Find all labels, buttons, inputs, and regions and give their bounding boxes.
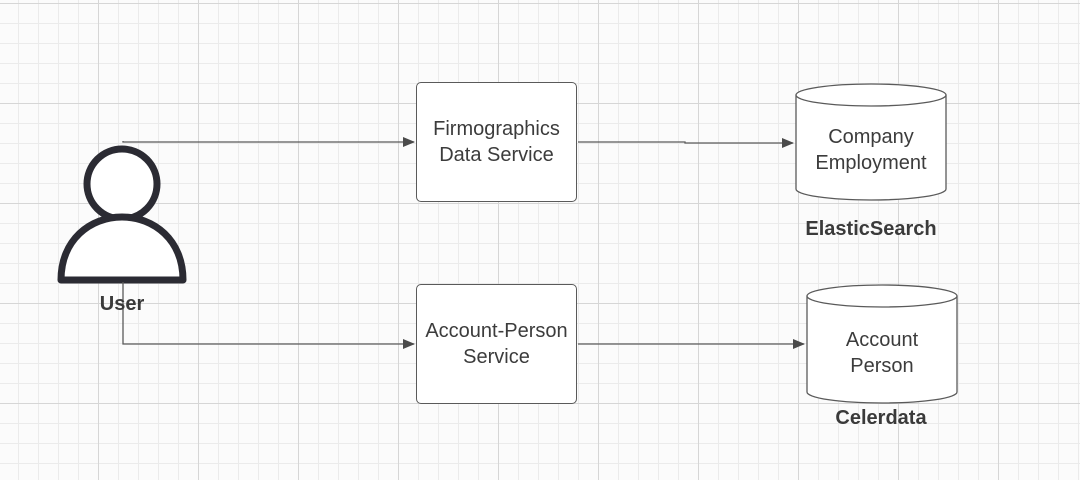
firmographics-service-label: Firmographics Data Service bbox=[433, 118, 560, 166]
user-label-text: User bbox=[99, 293, 145, 315]
user-actor-icon[interactable] bbox=[57, 145, 187, 284]
account-person-db-icon[interactable] bbox=[806, 284, 958, 404]
firmographics-service-box[interactable]: Firmographics Data Service bbox=[416, 82, 577, 202]
account-person-service-box[interactable]: Account-Person Service bbox=[416, 284, 577, 404]
user-body-icon bbox=[57, 213, 187, 284]
celerdata-caption: Celerdata bbox=[835, 407, 927, 429]
account-person-db-label: Account Person bbox=[845, 329, 919, 377]
connector-user-to-firmographics[interactable] bbox=[122, 137, 415, 147]
user-label: User bbox=[82, 292, 162, 316]
connector-user-to-account-person[interactable] bbox=[122, 282, 415, 349]
elasticsearch-caption: ElasticSearch bbox=[805, 218, 937, 240]
account-person-service-label: Account-Person Service bbox=[425, 320, 568, 368]
user-head-icon bbox=[83, 145, 161, 223]
company-employment-db-icon[interactable] bbox=[795, 83, 947, 201]
company-employment-db-label: Company Employment bbox=[815, 126, 927, 174]
connector-firmographics-to-company-employment[interactable] bbox=[578, 138, 794, 148]
